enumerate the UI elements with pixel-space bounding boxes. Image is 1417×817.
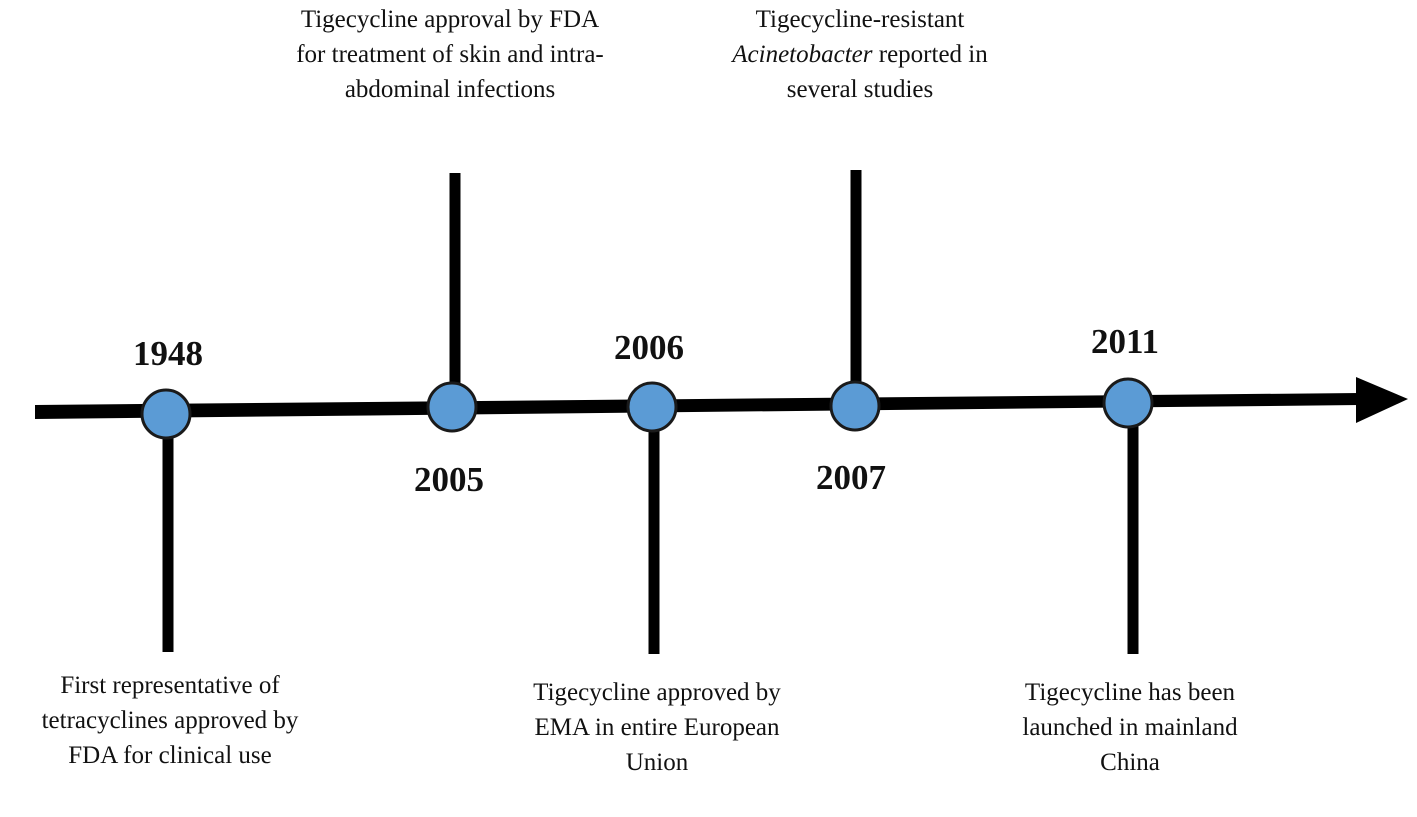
node-2011: [1102, 377, 1154, 429]
event-description-1948: First representative of tetracyclines ap…: [10, 668, 330, 773]
description-line: abdominal infections: [344, 76, 556, 103]
event-description-2011: Tigecycline has been launched in mainlan…: [975, 675, 1285, 780]
year-label-2011: 2011: [1090, 322, 1160, 361]
description-line: Tigecycline-resistant: [755, 6, 965, 33]
year-label-2006: 2006: [614, 328, 684, 367]
description-line: reported in: [878, 41, 988, 68]
event-description-2007: Tigecycline-resistant Acinetobacter repo…: [690, 2, 1030, 107]
event-description-2005: Tigecycline approval by FDA for treatmen…: [245, 2, 655, 107]
axis-arrowhead: [1356, 377, 1408, 423]
italic-term-acinetobacter: Acinetobacter: [732, 41, 873, 68]
year-label-1948: 1948: [133, 334, 203, 373]
description-line: Union: [625, 749, 689, 776]
description-line-with-italic: Acinetobacter reported in: [690, 37, 1030, 72]
node-2007: [829, 380, 881, 432]
node-2005: [426, 381, 478, 433]
description-line: China: [1100, 749, 1160, 776]
year-label-2007: 2007: [816, 458, 886, 497]
description-line: several studies: [786, 76, 934, 103]
timeline-axis: [35, 393, 1360, 419]
description-line: Tigecycline approval by FDA: [300, 6, 600, 33]
event-description-2006: Tigecycline approved by EMA in entire Eu…: [492, 675, 822, 780]
description-line: Tigecycline approved by: [533, 679, 781, 706]
year-label-2005: 2005: [414, 460, 484, 499]
description-line: FDA for clinical use: [68, 742, 272, 769]
description-line: Tigecycline has been: [1024, 679, 1236, 706]
description-line: First representative of: [60, 672, 280, 699]
node-1948: [140, 388, 192, 440]
description-line: tetracyclines approved by: [41, 707, 299, 734]
description-line: for treatment of skin and intra-: [296, 41, 604, 68]
node-2006: [626, 381, 678, 433]
description-line: EMA in entire European: [534, 714, 780, 741]
description-line: launched in mainland: [1022, 714, 1238, 741]
